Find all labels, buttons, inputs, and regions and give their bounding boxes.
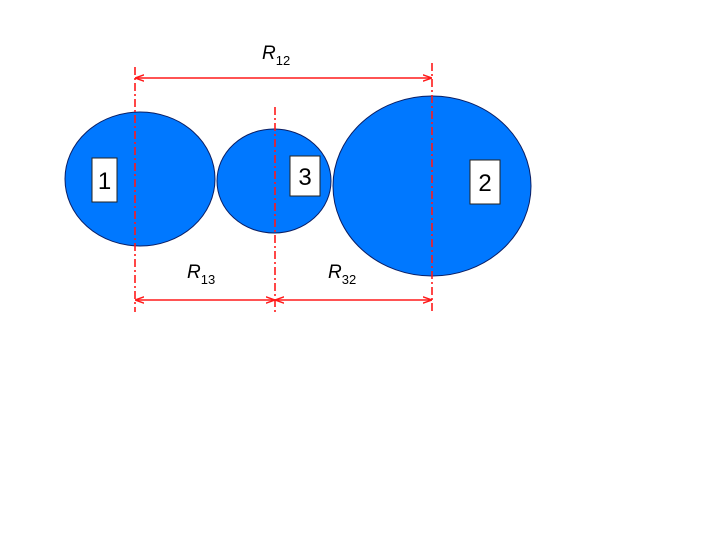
- r13-subscript: 13: [201, 272, 215, 287]
- body-1-label: 1: [91, 157, 118, 203]
- r12-symbol: R: [262, 43, 276, 64]
- r32-subscript: 32: [342, 272, 356, 287]
- r32-symbol: R: [328, 262, 342, 283]
- body-2-label-text: 2: [478, 170, 491, 197]
- r32-label: R32: [328, 262, 356, 287]
- body-3-circle: [216, 128, 332, 234]
- body-3-label-text: 3: [298, 164, 311, 191]
- r13-label: R13: [187, 262, 215, 287]
- body-3-label: 3: [289, 155, 321, 197]
- body-1-circle: [64, 111, 216, 247]
- body-2-label: 2: [469, 159, 501, 205]
- r12-label: R12: [262, 43, 290, 68]
- r13-symbol: R: [187, 262, 201, 283]
- r12-subscript: 12: [276, 53, 290, 68]
- body-1-label-text: 1: [98, 168, 111, 195]
